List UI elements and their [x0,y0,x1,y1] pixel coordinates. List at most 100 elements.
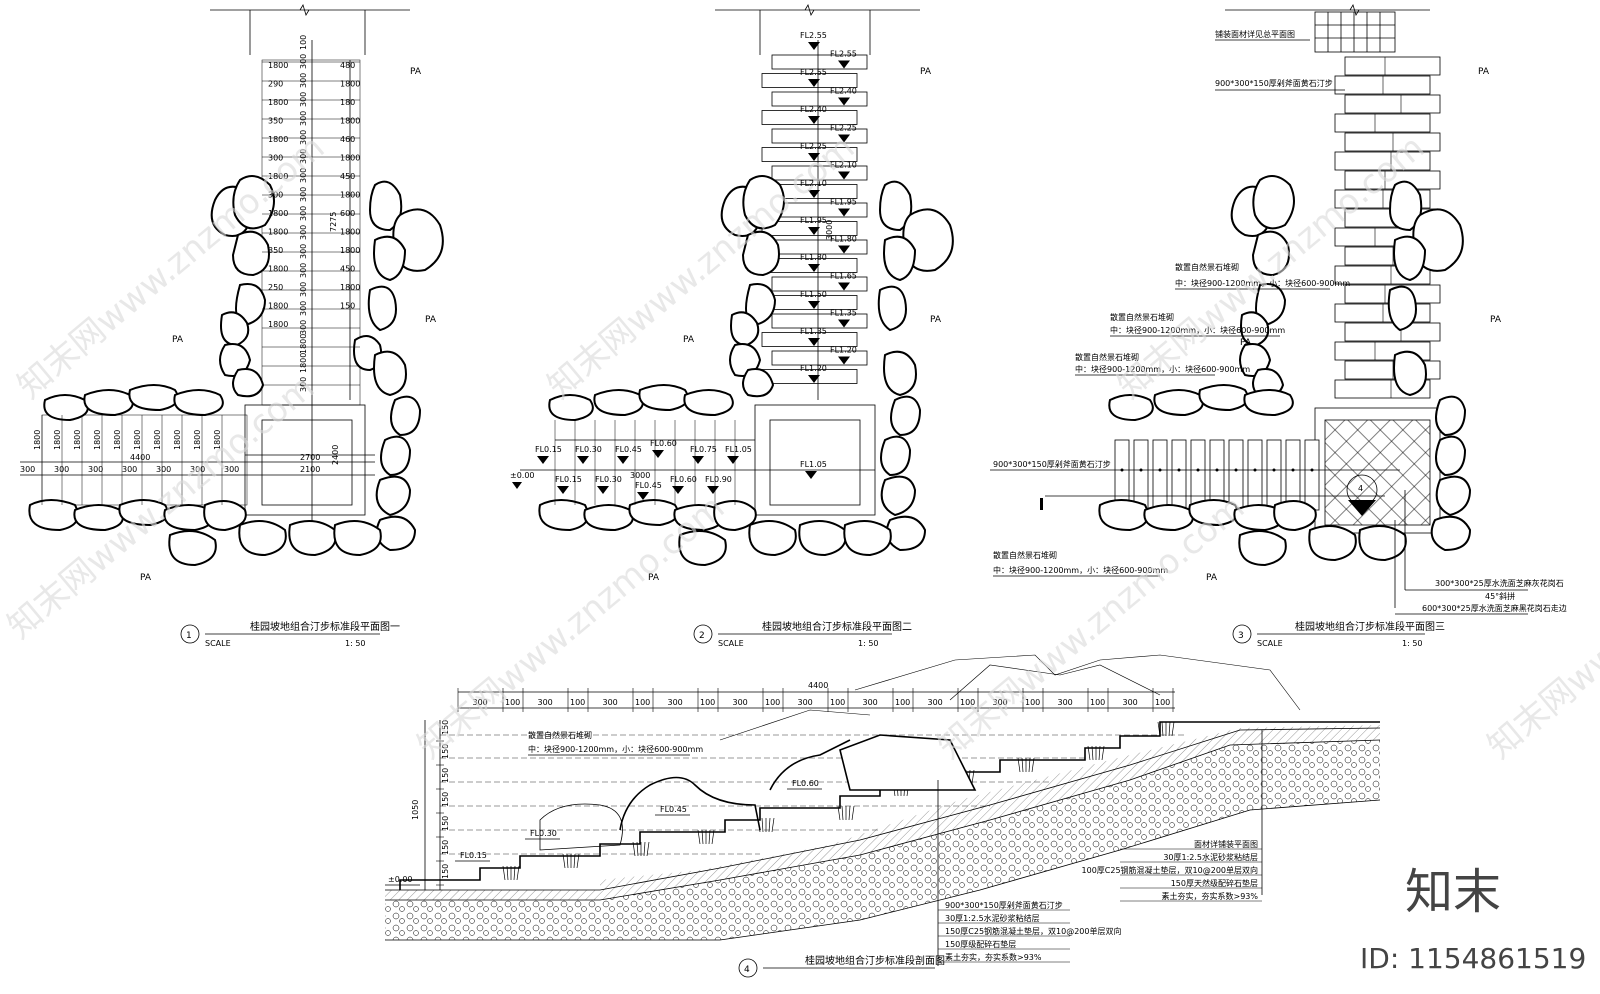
section-sub-dim: 300 [733,698,748,707]
plan-1-pa-4: PA [140,573,152,583]
plan-3-lower-pavers [1114,439,1320,511]
plan-3-note-3: 中：块径900-1200mm，小：块径600-900mm [1175,278,1350,288]
plan-3-section-mark: 4 [1358,484,1363,493]
plan-1-dim-vert: 300 [299,320,308,335]
plan-2-level-lower: FL0.90 [705,475,732,484]
section-legend-right-item: 30厚1:2.5水泥砂浆粘结层 [1163,852,1258,862]
section-legend-bottom: 900*300*150厚剁斧面黄石汀步30厚1:2.5水泥砂浆粘结层150厚C2… [938,900,1121,963]
plant-mark [1021,757,1024,773]
plan-2-level: FL2.10 [830,161,857,170]
plan-1-dim-vert: 300 [299,149,308,164]
level-marker [808,79,820,87]
section-level-4: FL0.60 [792,779,819,788]
plan-2-level-lower: FL0.45 [635,481,662,490]
section-sub-dim: 100 [1090,698,1105,707]
plan-1-dim-4400: 4400 [130,453,150,462]
plan-2-level: FL1.35 [800,327,827,336]
plan-1-dim-vert: 300 [299,111,308,126]
level-marker [617,456,629,464]
plant-mark [708,829,711,845]
level-marker [838,208,850,217]
plant-mark [1087,745,1091,761]
plan-1-dim-top: 1800 [268,265,288,274]
plan-3-note-5: 中：块径900-1200mm，小：块径600-900mm [1110,325,1285,335]
plan-3-note-12: 45°斜拼 [1485,591,1515,601]
level-marker [557,486,569,494]
plan-1-dim-top: 1800 [340,228,360,237]
plan-1-pa-2: PA [172,335,184,345]
section-legend-bottom-item: 150厚级配碎石垫层 [945,939,1016,949]
plan-2-scale-label: SCALE [718,639,744,648]
plant-mark [516,865,520,881]
section-rocks [539,654,1301,851]
plant-mark [1017,757,1021,773]
section-sub-dim: 300 [1058,698,1073,707]
plan-3-num: 3 [1238,631,1244,641]
section-left-dim: 150 [441,864,450,879]
section-top-dim: 4400 [808,681,828,690]
plan-1-dims-vert: 1003003003003003003003003003003003003003… [299,35,308,392]
level-marker [597,486,609,494]
plan-3-note-13: 600*300*25厚水洗面芝麻黑花岗石走边 [1422,603,1567,613]
plant-mark [1098,745,1101,761]
plan-1-rocks [28,175,444,567]
plan-2-pa-1: PA [920,67,932,77]
plant-mark [513,865,516,881]
plan-1-title: 桂园坡地组合汀步标准段平面图一 [250,620,400,633]
plan-3: 4 [990,4,1567,648]
plan-1-dim-vert: 300 [299,282,308,297]
plan-1-dim-lower: 1800 [113,430,122,450]
plan-2-level: FL2.55 [800,31,827,40]
watermark-7: 知末网www.znzmo.com [1480,487,1600,766]
plan-3-title: 桂园坡地组合汀步标准段平面图三 [1295,620,1445,633]
plan-1-dim-vert: 300 [299,225,308,240]
plan-1-dim-vert: 300 [299,187,308,202]
plan-1-dim-top: 300 [268,154,283,163]
plant-mark [711,829,715,845]
plan-2-level: FL1.65 [830,272,857,281]
section-sub-dim: 100 [960,698,975,707]
plan-1-dim-lower: 1800 [193,430,202,450]
section-level-3: FL0.45 [660,805,687,814]
plan-2-dim-3000b: 3000 [630,471,650,480]
section-legend-right-item: 素土夯实，夯实系数>93% [1162,891,1259,901]
plan-2-level: FL2.55 [830,50,857,59]
plan-2-landing: FL1.05 [800,460,827,469]
level-marker [808,153,820,161]
section-left-dim: 150 [441,792,450,807]
plant-mark [1091,745,1094,761]
plan-1-dim-top: 1800 [340,154,360,163]
plant-mark [701,829,704,845]
plan-1-dim-vert: 300 [299,130,308,145]
plan-3-note-11: 300*300*25厚水洗面芝麻灰花岗石 [1435,578,1564,588]
section-sub-dim: 300 [993,698,1008,707]
section-legend-right-item: 面材详铺装平面图 [1194,839,1258,849]
plan-2-rocks [538,175,954,567]
plan-1-dim-2700: 2700 [300,453,320,462]
plan-3-pa-1: PA [1478,67,1490,77]
plan-1-dim-7275: 7275 [329,212,338,232]
plan-1-dim-top: 250 [268,283,283,292]
plan-1-dim-top: 1800 [268,135,288,144]
plan-1-dim-top: 1800 [268,172,288,181]
plan-3-pa-3: PA [1490,315,1502,325]
level-marker [808,42,820,50]
plan-1-dim-top: 1800 [268,61,288,70]
section-sub-dim: 300 [1123,698,1138,707]
section-sub-dim: 300 [863,698,878,707]
section-sub-dim: 100 [700,698,715,707]
plan-1-dim-top: 1800 [340,80,360,89]
plant-mark [837,805,841,821]
section-sub-dim: 100 [505,698,520,707]
plan-1-dim-lower: 1800 [33,430,42,450]
plan-2-level-lower: FL0.30 [595,475,622,484]
plant-mark [636,841,639,857]
plan-1-dim-lower: 1800 [53,430,62,450]
plan-1-dim-top: 350 [268,117,283,126]
plan-1-num: 1 [186,631,192,641]
plan-2-level: FL1.80 [800,253,827,262]
plan-2-title: 桂园坡地组合汀步标准段平面图二 [762,620,912,633]
section-sub-dim: 300 [473,698,488,707]
level-marker [838,134,850,143]
